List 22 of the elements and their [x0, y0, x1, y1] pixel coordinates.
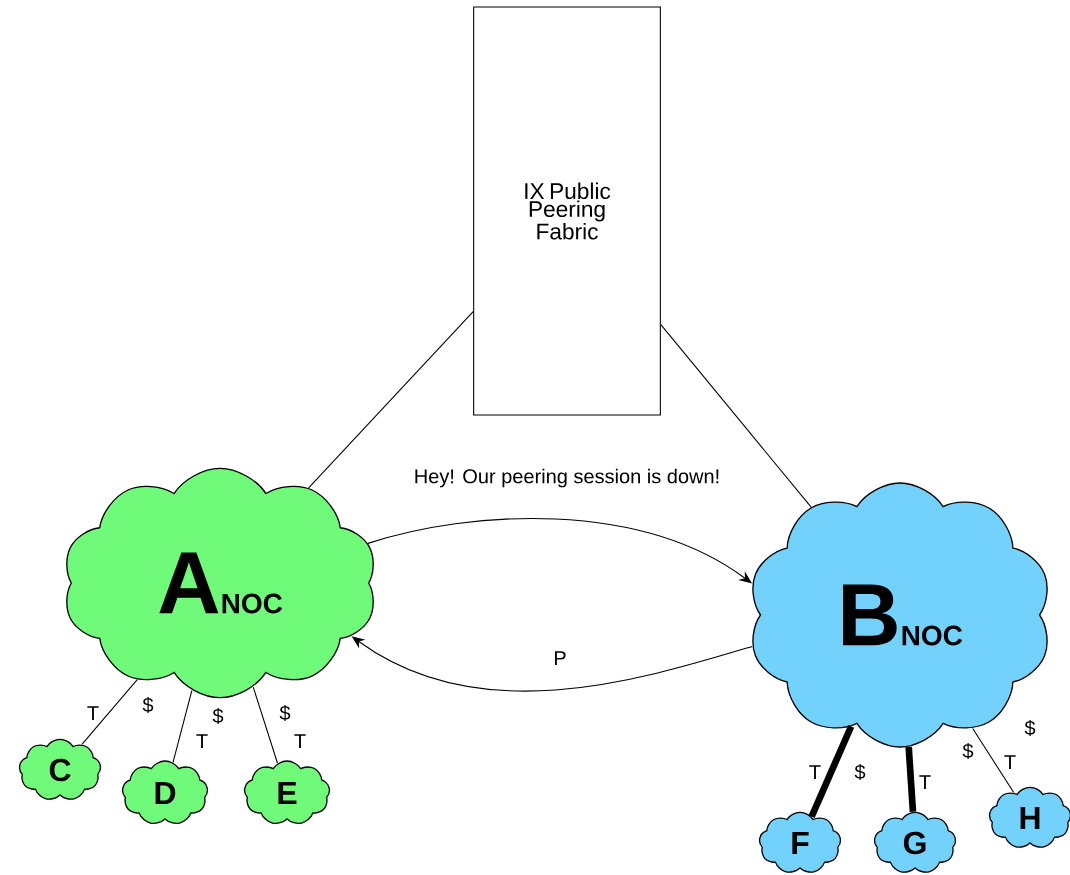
connector-line	[172, 690, 193, 763]
connector-line	[808, 725, 855, 818]
link-type-label: T	[294, 734, 306, 748]
edge-label: P	[552, 649, 568, 667]
link-type-label: T	[1004, 755, 1016, 769]
link-type-label: $	[1024, 719, 1036, 737]
link-type-label: T	[196, 734, 208, 748]
connector-line	[308, 311, 474, 489]
connector-line	[252, 686, 279, 764]
link-type-label: $	[142, 696, 154, 714]
edge-label: Hey! Our peering session is down!	[412, 467, 722, 489]
link-type-label: T	[809, 765, 821, 779]
link-type-label: T	[87, 706, 99, 720]
link-type-label: T	[919, 775, 931, 789]
connector-line	[81, 679, 138, 745]
rectangle-box: IX Public Peering Fabric	[473, 6, 661, 416]
link-type-label: $	[212, 707, 224, 725]
connector-line	[660, 324, 812, 508]
connector-line	[905, 746, 917, 813]
connector-line	[972, 728, 1015, 794]
link-type-label: $	[854, 763, 866, 781]
link-type-label: $	[279, 704, 291, 722]
